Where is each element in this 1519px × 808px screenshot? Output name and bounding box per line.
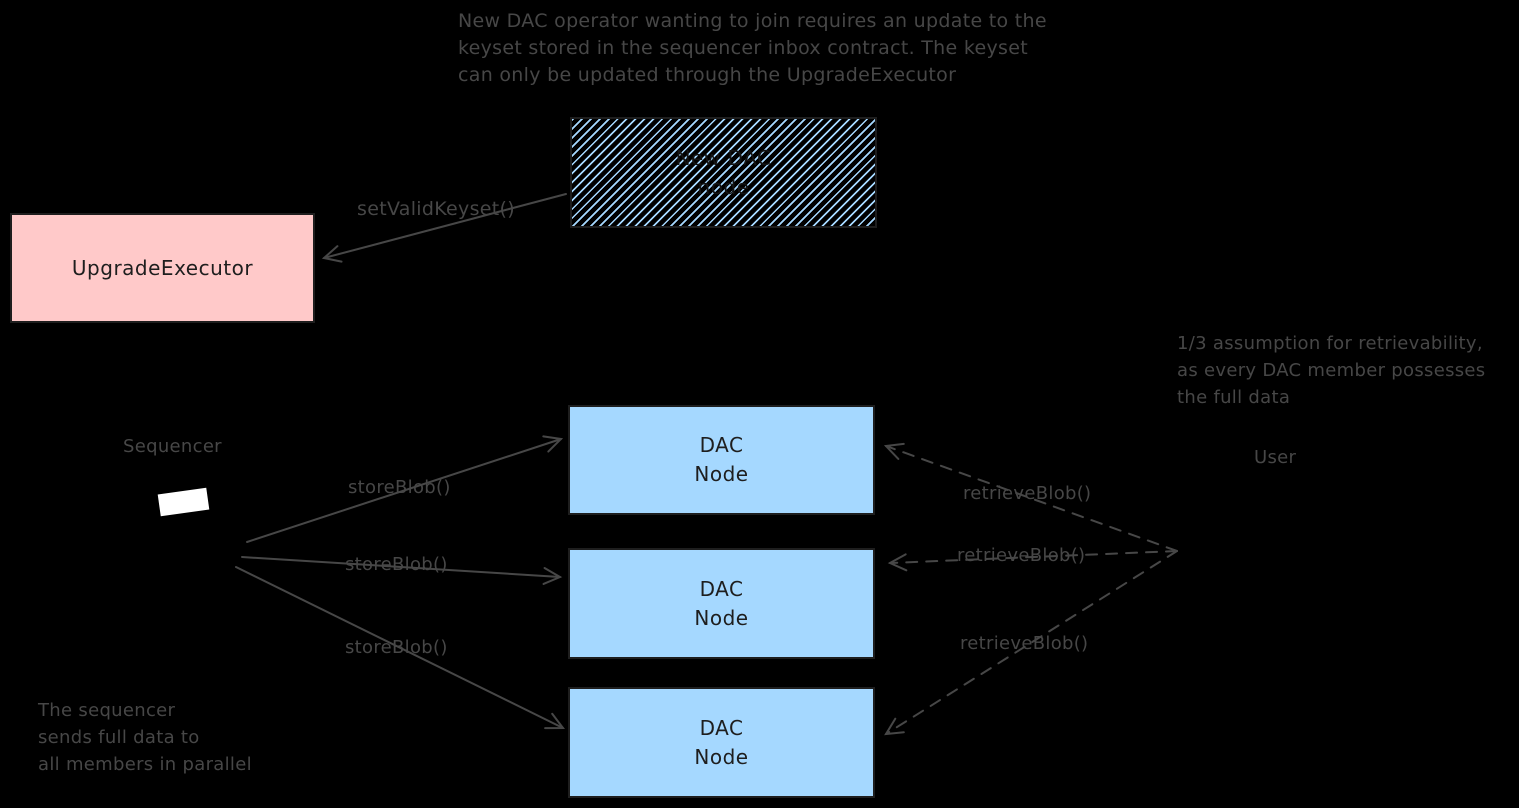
new-dac-node-box: New DAC node	[570, 117, 877, 228]
retrieve-blob-arrow-2	[887, 550, 1178, 572]
upgrade-executor-box: UpgradeExecutor	[10, 213, 315, 323]
retrieve-blob-label-3: retrieveBlob()	[960, 633, 1089, 654]
dac-node-label-line1: DAC	[699, 433, 744, 457]
note-retrievability-assumption: 1/3 assumption for retrievability, as ev…	[1177, 330, 1485, 411]
new-dac-node-label-line1: New DAC	[675, 145, 772, 170]
retrieve-blob-label-1: retrieveBlob()	[963, 483, 1092, 504]
store-blob-arrow-3	[235, 566, 566, 730]
dac-node-label-line1: DAC	[699, 715, 744, 740]
note-line: as every DAC member possesses	[1177, 360, 1486, 381]
dac-node-label-line2: Node	[694, 744, 749, 769]
new-dac-node-label-line2: node	[697, 174, 750, 199]
retrieve-blob-label-2: retrieveBlob()	[957, 545, 1086, 566]
note-keyset-update: New DAC operator wanting to join require…	[458, 8, 1047, 89]
note-line: keyset stored in the sequencer inbox con…	[458, 37, 1028, 59]
note-line: all members in parallel	[38, 754, 252, 775]
store-blob-arrow-2	[241, 556, 563, 585]
user-label: User	[1254, 447, 1297, 468]
retrieve-blob-arrow-1	[883, 442, 1178, 552]
dac-node-box-1: DAC Node	[568, 405, 875, 515]
note-line: The sequencer	[38, 700, 176, 721]
dac-node-label-line2: Node	[694, 462, 749, 486]
store-blob-arrow-1	[246, 435, 564, 543]
dac-node-label-line1: DAC	[699, 576, 744, 601]
set-valid-keyset-arrow	[321, 193, 567, 263]
dac-node-box-3: DAC Node	[568, 687, 875, 798]
set-valid-keyset-label: setValidKeyset()	[357, 198, 515, 220]
note-line: the full data	[1177, 387, 1291, 408]
note-sequencer-parallel: The sequencer sends full data to all mem…	[38, 697, 252, 778]
note-line: 1/3 assumption for retrievability,	[1177, 333, 1483, 354]
note-line: can only be updated through the UpgradeE…	[458, 64, 957, 86]
note-line: New DAC operator wanting to join require…	[458, 10, 1047, 32]
sequencer-label: Sequencer	[123, 436, 222, 457]
dac-node-label-line2: Node	[694, 605, 749, 630]
retrieve-blob-arrow-3	[884, 550, 1178, 736]
store-blob-label-2: storeBlob()	[345, 554, 448, 575]
store-blob-label-1: storeBlob()	[348, 477, 451, 498]
note-line: sends full data to	[38, 727, 200, 748]
store-blob-label-3: storeBlob()	[345, 637, 448, 658]
dac-node-box-2: DAC Node	[568, 548, 875, 659]
upgrade-executor-label: UpgradeExecutor	[71, 255, 254, 280]
